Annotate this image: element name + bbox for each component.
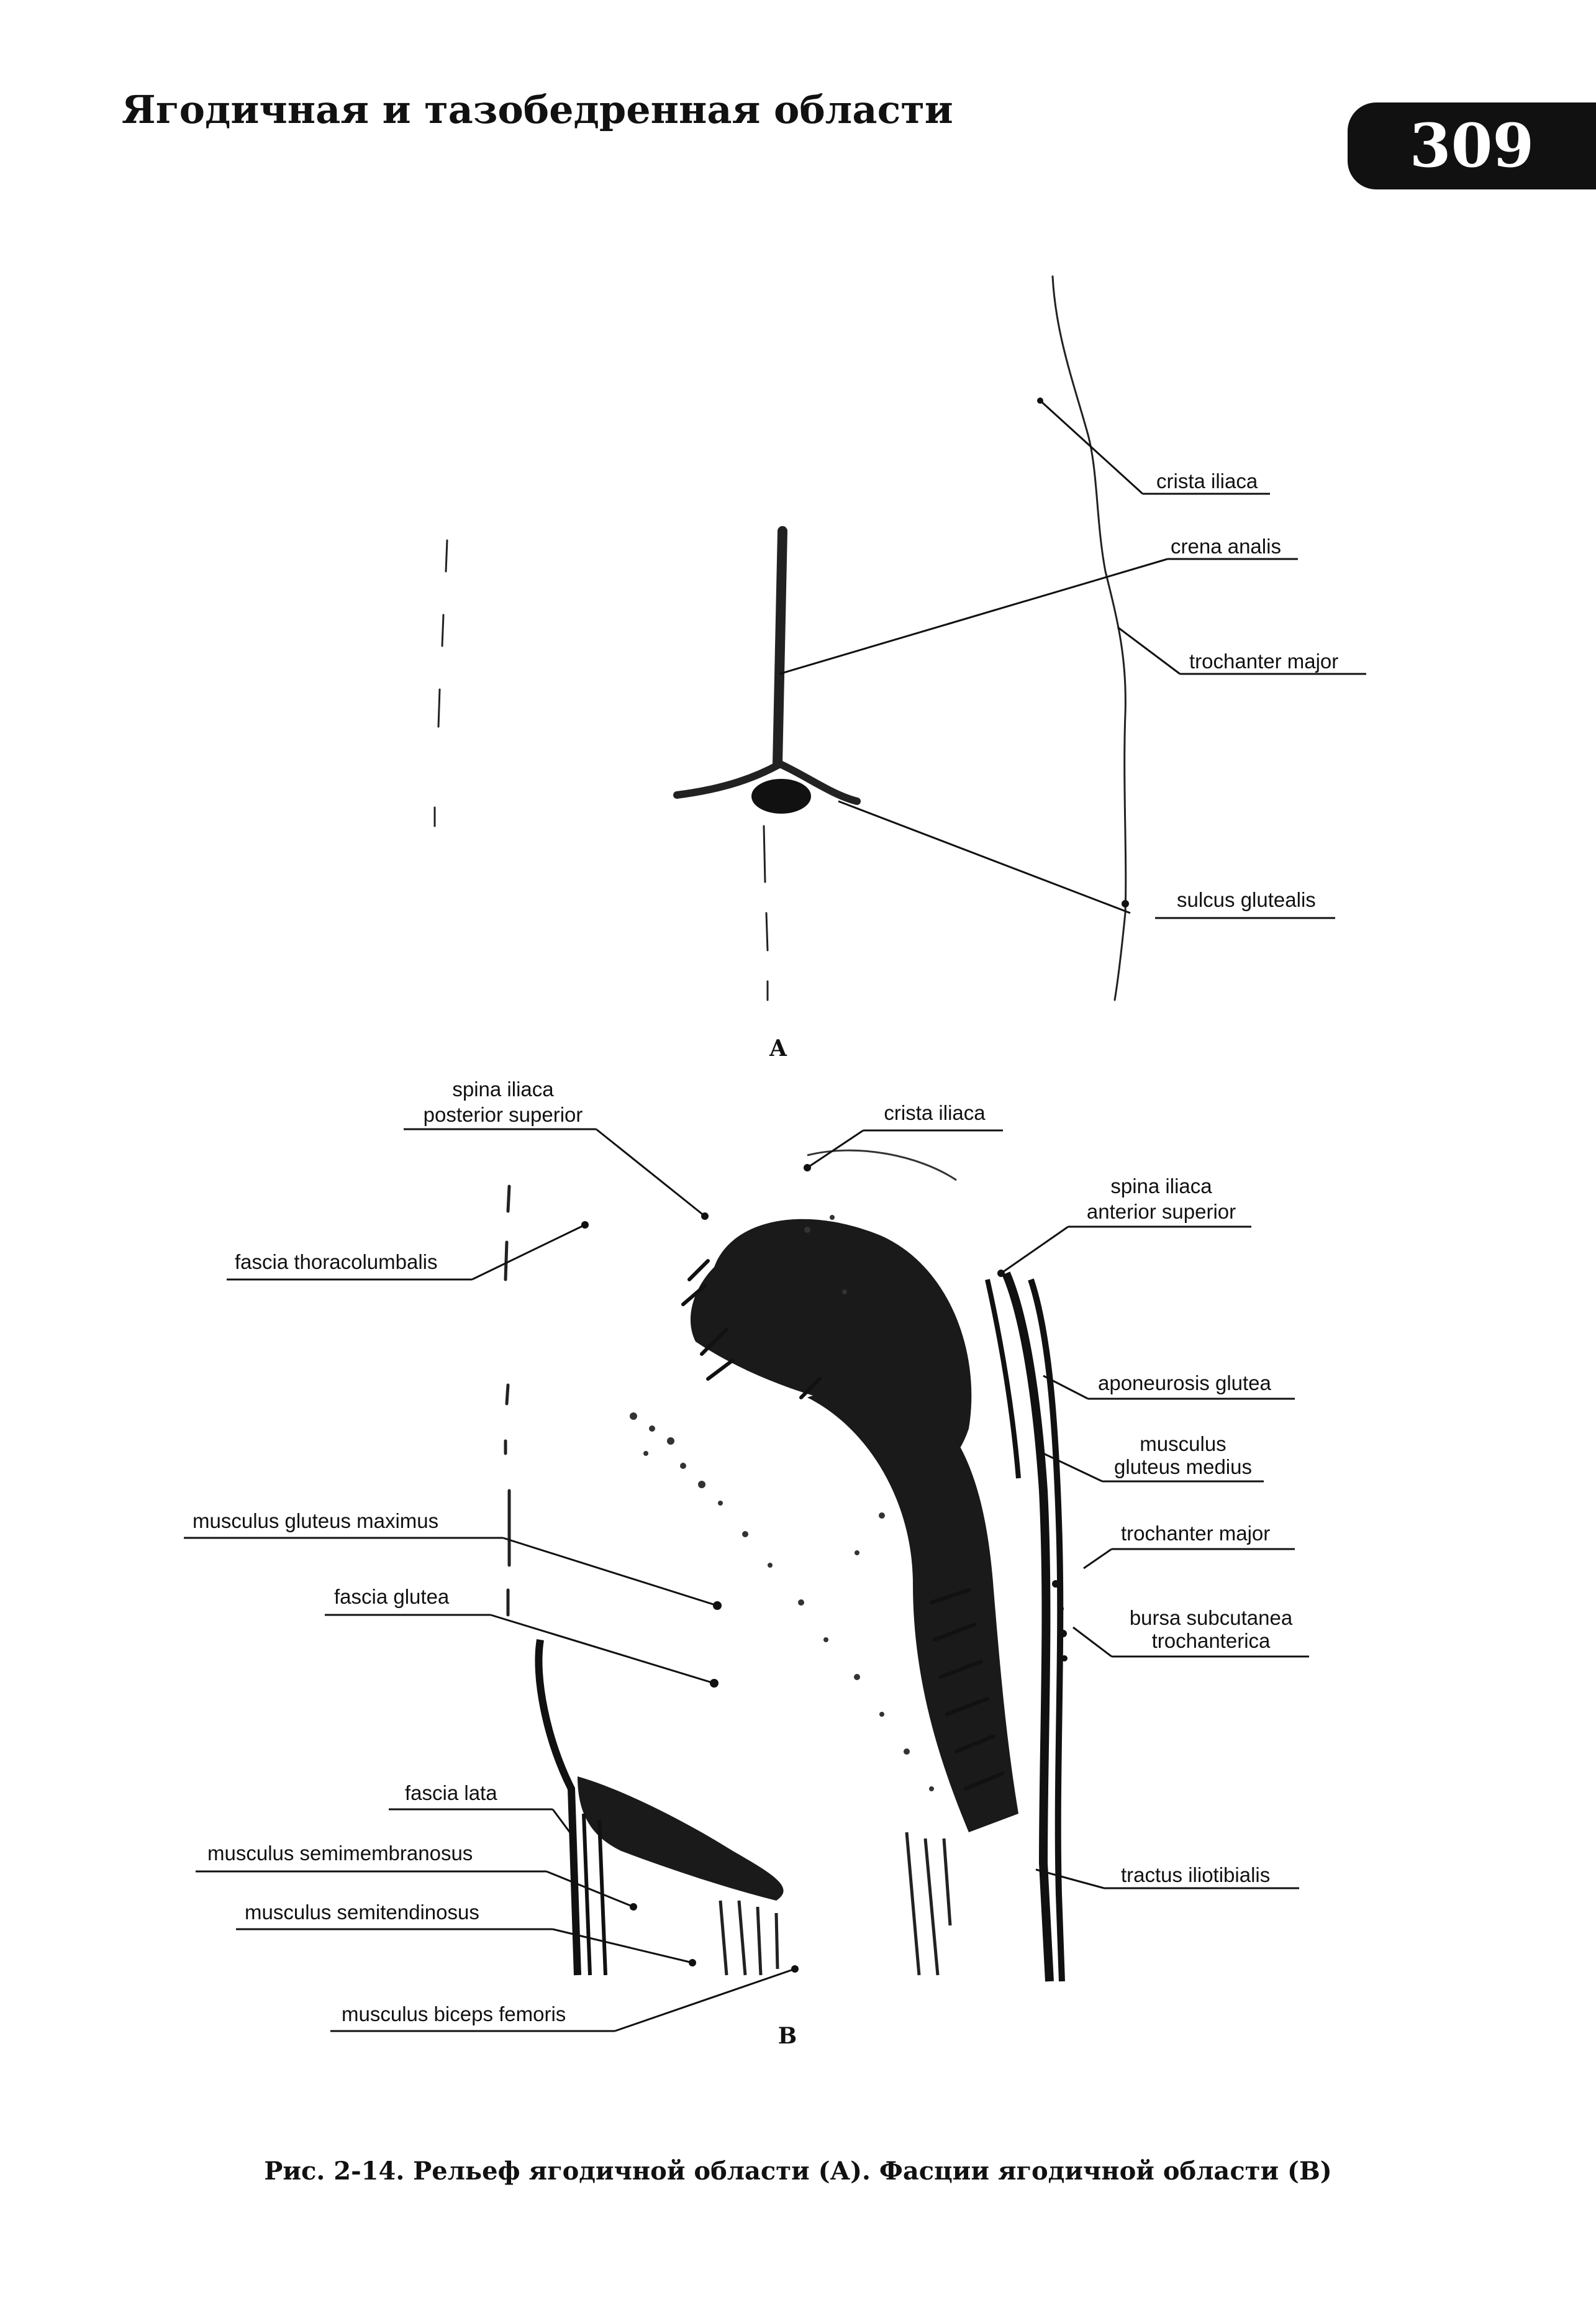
label-a-sulcus-glutealis: sulcus glutealis xyxy=(1177,888,1316,911)
panel-label-b: В xyxy=(778,2023,797,2049)
page-number: 309 xyxy=(1409,111,1535,181)
label-b-aponeurosis-glutea: aponeurosis glutea xyxy=(1098,1371,1272,1394)
figure-b-drawing xyxy=(504,1149,1068,1982)
label-a-crista-iliaca: crista iliaca xyxy=(1156,470,1258,493)
label-b-semimembranosus: musculus semimembranosus xyxy=(207,1842,473,1865)
label-b-spina-posterior-line1: spina iliaca xyxy=(452,1078,554,1101)
figure-a-drawing xyxy=(433,275,1127,1001)
label-b-spina-anterior-line2: anterior superior xyxy=(1087,1200,1236,1223)
label-a-crena-analis: crena analis xyxy=(1171,535,1281,558)
label-b-biceps-femoris: musculus biceps femoris xyxy=(342,2002,566,2025)
label-b-spina-anterior-line1: spina iliaca xyxy=(1110,1175,1212,1198)
label-a-trochanter-major: trochanter major xyxy=(1189,650,1338,673)
panel-label-a: А xyxy=(769,1035,787,1061)
label-b-fascia-thoracolumbalis: fascia thoracolumbalis xyxy=(235,1250,438,1273)
label-b-bursa-line2: trochanterica xyxy=(1152,1629,1271,1652)
page-number-tab: 309 xyxy=(1348,102,1596,189)
label-b-gluteus-medius-line2: gluteus medius xyxy=(1114,1455,1252,1478)
running-header-title: Ягодичная и тазобедренная области xyxy=(122,87,953,132)
figure-b-leader-dots xyxy=(581,1164,1005,1973)
figure-caption: Рис. 2-14. Рельеф ягодичной области (А).… xyxy=(264,2157,1332,2186)
figure-b-leaders xyxy=(184,1128,1309,2032)
label-b-tractus-iliotibialis: tractus iliotibialis xyxy=(1121,1863,1270,1886)
anal-point-mark xyxy=(751,779,811,814)
label-b-semitendinosus: musculus semitendinosus xyxy=(245,1901,479,1924)
label-b-bursa-line1: bursa subcutanea xyxy=(1130,1606,1293,1629)
label-b-spina-posterior-line2: posterior superior xyxy=(424,1103,583,1126)
anatomical-figure: crista iliaca crena analis trochanter ma… xyxy=(184,275,1366,2049)
figure-a-leaders xyxy=(779,399,1366,919)
label-b-crista-iliaca: crista iliaca xyxy=(884,1101,986,1124)
label-b-trochanter-major: trochanter major xyxy=(1121,1522,1270,1545)
label-b-gluteus-maximus: musculus gluteus maximus xyxy=(193,1509,438,1532)
label-b-gluteus-medius-line1: musculus xyxy=(1140,1432,1226,1455)
label-b-fascia-lata: fascia lata xyxy=(405,1781,497,1804)
label-b-fascia-glutea: fascia glutea xyxy=(334,1585,450,1608)
